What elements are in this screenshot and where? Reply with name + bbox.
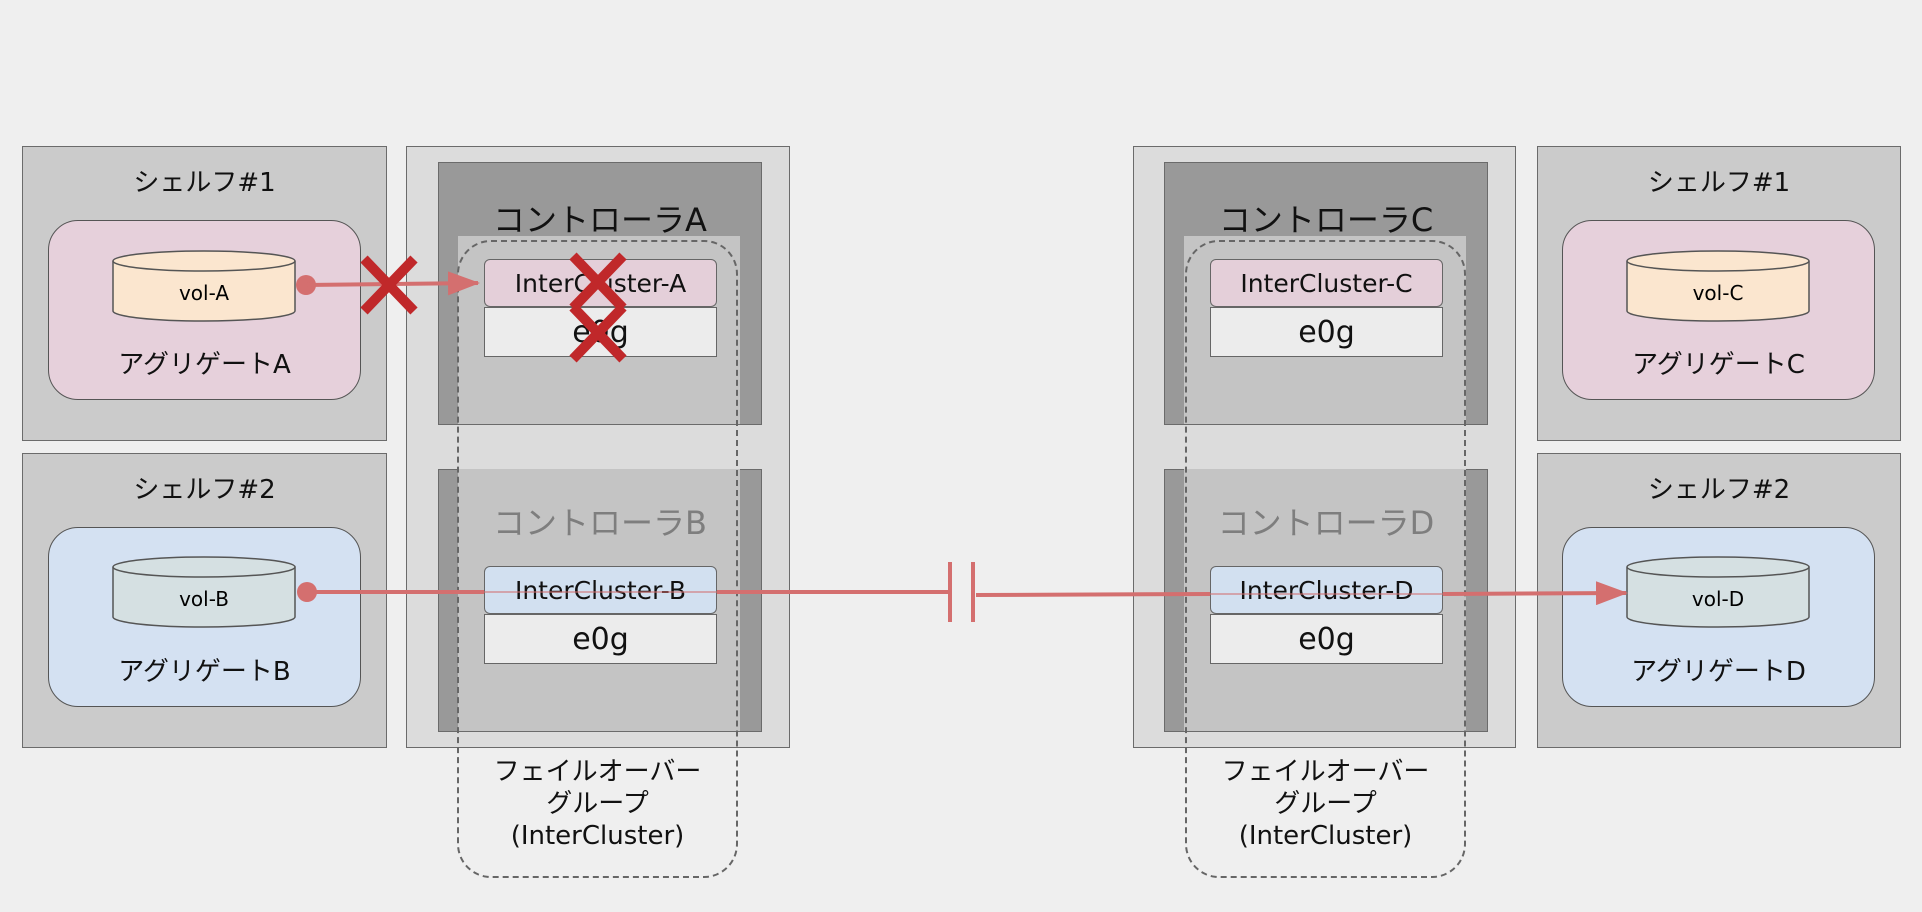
right-failover-group-label: フェイルオーバー グループ (InterCluster) [1221, 757, 1430, 851]
cylinder-icon-vol-c: vol-C [1626, 250, 1810, 322]
lif-intercluster-b[interactable]: InterCluster-B [484, 566, 717, 614]
aggregate-b-label: アグリゲートB [118, 657, 291, 687]
controller-a-title: コントローラA [493, 201, 707, 239]
vol-b-label: vol-B [179, 587, 229, 611]
vol-c-label: vol-C [1693, 281, 1744, 305]
port-e0g-b[interactable]: e0g [484, 614, 717, 664]
right-shelf-2-title: シェルフ#2 [1647, 475, 1791, 505]
aggregate-d-label: アグリゲートD [1631, 657, 1806, 687]
lif-intercluster-c[interactable]: InterCluster-C [1210, 259, 1443, 307]
port-e0g-d[interactable]: e0g [1210, 614, 1443, 664]
controller-c-title: コントローラC [1218, 201, 1434, 239]
cross-mark-icon-link [360, 255, 418, 315]
controller-b-title: コントローラB [493, 504, 707, 542]
cylinder-icon-vol-d: vol-D [1626, 556, 1810, 628]
controller-d-title: コントローラD [1217, 504, 1435, 542]
vol-d-label: vol-D [1692, 587, 1744, 611]
left-failover-group [457, 240, 738, 878]
vol-a-label: vol-A [179, 281, 229, 305]
cross-mark-icon-lif-a [569, 252, 627, 312]
left-failover-group-label: フェイルオーバー グループ (InterCluster) [493, 757, 702, 851]
lif-intercluster-d[interactable]: InterCluster-D [1210, 566, 1443, 614]
right-failover-group [1185, 240, 1466, 878]
aggregate-a-label: アグリゲートA [118, 350, 291, 380]
left-shelf-2-title: シェルフ#2 [133, 475, 276, 505]
port-e0g-c[interactable]: e0g [1210, 307, 1443, 357]
link-vol-b-to-vol-d [297, 581, 1628, 606]
aggregate-c-label: アグリゲートC [1632, 350, 1805, 380]
cross-mark-icon-port-a [569, 303, 627, 363]
left-shelf-1-title: シェルフ#1 [133, 168, 276, 198]
right-shelf-1-title: シェルフ#1 [1647, 168, 1791, 198]
link-break-icon [948, 562, 975, 622]
cylinder-icon-vol-a: vol-A [112, 250, 296, 322]
cylinder-icon-vol-b: vol-B [112, 556, 296, 628]
